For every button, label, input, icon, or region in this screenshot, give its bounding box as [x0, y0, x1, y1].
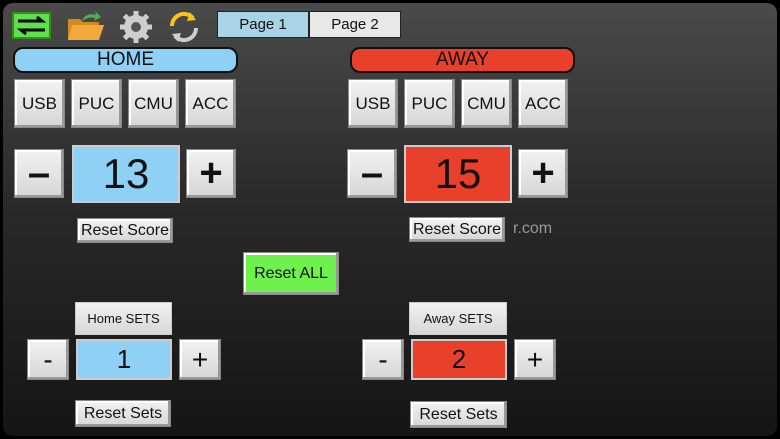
- away-reset-sets-button[interactable]: Reset Sets: [410, 401, 507, 428]
- home-sets-value: 1: [76, 339, 172, 380]
- app-window: Page 1 Page 2 HOME AWAY USB PUC CMU ACC …: [3, 3, 777, 436]
- home-team-cmu[interactable]: CMU: [128, 79, 179, 128]
- watermark: r.com: [513, 220, 553, 237]
- home-sets-plus-button[interactable]: +: [179, 339, 221, 380]
- reset-all-button[interactable]: Reset ALL: [243, 252, 339, 295]
- home-sets-label: Home SETS: [75, 302, 172, 335]
- away-team-cmu[interactable]: CMU: [461, 79, 512, 128]
- away-sets-value: 2: [411, 339, 507, 380]
- swap-icon: [16, 15, 47, 36]
- away-score-plus-button[interactable]: +: [518, 149, 568, 198]
- home-score: 13: [72, 145, 180, 203]
- home-reset-score-button[interactable]: Reset Score: [77, 218, 173, 243]
- away-sets-minus-button[interactable]: -: [362, 339, 404, 380]
- away-sets-plus-button[interactable]: +: [514, 339, 556, 380]
- away-team-acc[interactable]: ACC: [518, 79, 568, 128]
- tab-page-1[interactable]: Page 1: [217, 11, 309, 38]
- home-header: HOME: [13, 47, 238, 73]
- away-team-puc[interactable]: PUC: [404, 79, 455, 128]
- home-team-acc[interactable]: ACC: [185, 79, 236, 128]
- home-score-plus-button[interactable]: +: [186, 149, 236, 198]
- away-team-usb[interactable]: USB: [348, 79, 398, 128]
- away-sets-label: Away SETS: [409, 302, 507, 335]
- home-sets-minus-button[interactable]: -: [27, 339, 69, 380]
- home-team-puc[interactable]: PUC: [71, 79, 122, 128]
- home-score-minus-button[interactable]: –: [14, 149, 64, 198]
- away-score-minus-button[interactable]: –: [347, 149, 397, 198]
- tab-page-2[interactable]: Page 2: [309, 11, 401, 38]
- refresh-icon[interactable]: [166, 10, 202, 44]
- gear-icon[interactable]: [118, 9, 154, 45]
- folder-open-icon[interactable]: [66, 9, 106, 43]
- away-header: AWAY: [350, 47, 575, 73]
- home-team-usb[interactable]: USB: [14, 79, 65, 128]
- away-reset-score-button[interactable]: Reset Score: [409, 217, 505, 242]
- home-reset-sets-button[interactable]: Reset Sets: [75, 400, 171, 427]
- swap-button[interactable]: [12, 12, 51, 39]
- away-score: 15: [404, 145, 512, 203]
